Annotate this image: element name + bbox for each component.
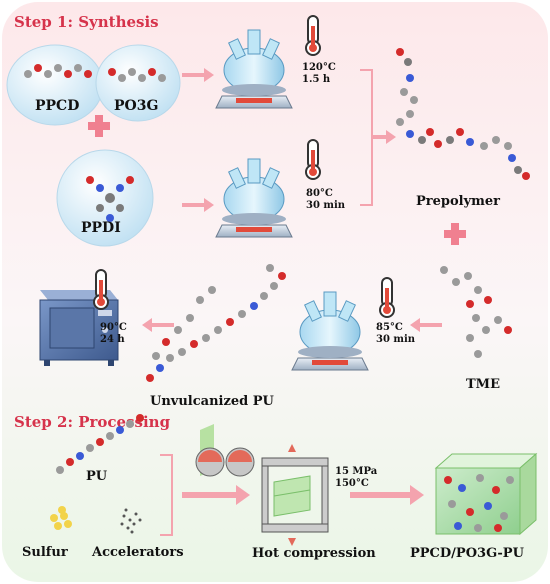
reactor-3 bbox=[291, 291, 369, 371]
pu-molecule-icon bbox=[56, 414, 144, 474]
press-temp: 150°C bbox=[335, 478, 369, 489]
ppcd-molecule-icon bbox=[24, 64, 92, 78]
oven-time: 24 h bbox=[100, 334, 125, 345]
hot-press-icon bbox=[261, 444, 329, 546]
oven-temp: 90°C bbox=[100, 322, 127, 333]
arrow-to-reactor-3 bbox=[410, 318, 442, 332]
thermometer-icon-1 bbox=[305, 15, 321, 56]
ppdi-molecule-icon bbox=[86, 176, 134, 222]
reactor-2 bbox=[215, 158, 293, 238]
accelerators-icon bbox=[120, 508, 142, 534]
thermometer-icon-3 bbox=[379, 277, 395, 318]
reactor2-temp: 80°C bbox=[306, 188, 333, 199]
arrow-to-reactor-2 bbox=[182, 198, 214, 212]
po3g-molecule-icon bbox=[108, 68, 166, 82]
step2-bracket bbox=[160, 454, 173, 536]
arrow-to-reactor-1 bbox=[182, 68, 214, 82]
thermometer-icon-2 bbox=[305, 139, 321, 180]
ppdi-bubble bbox=[56, 149, 154, 247]
accelerators-label: Accelerators bbox=[91, 545, 184, 560]
hot-compression-label: Hot compression bbox=[252, 546, 376, 561]
prepolymer-molecule-icon bbox=[396, 48, 530, 180]
reactor2-time: 30 min bbox=[306, 200, 346, 211]
thermometer-icon-4 bbox=[93, 269, 109, 310]
final-product-label: PPCD/PO3G-PU bbox=[410, 546, 525, 561]
arrow-to-oven bbox=[142, 318, 174, 332]
pu-label: PU bbox=[86, 469, 108, 484]
ppcd-label: PPCD bbox=[35, 98, 79, 114]
final-material-cube-icon bbox=[434, 452, 538, 536]
unvulcanized-pu-label: Unvulcanized PU bbox=[150, 394, 275, 409]
press-pressure: 15 MPa bbox=[335, 466, 378, 477]
roller-mill-icon bbox=[195, 424, 255, 477]
ppcd-bubble bbox=[6, 44, 104, 126]
step1-title: Step 1: Synthesis bbox=[14, 13, 159, 31]
reactor3-time: 30 min bbox=[376, 334, 416, 345]
arrow-to-press bbox=[182, 485, 250, 505]
sulfur-label: Sulfur bbox=[22, 545, 68, 560]
vacuum-oven-icon bbox=[39, 290, 119, 366]
reactor3-temp: 85°C bbox=[376, 322, 403, 333]
arrow-to-final bbox=[350, 485, 424, 505]
reactor1-time: 1.5 h bbox=[302, 74, 331, 85]
tme-molecule-icon bbox=[440, 266, 512, 358]
unvulcanized-pu-molecule-icon bbox=[146, 264, 286, 382]
step2-title: Step 2: Processing bbox=[14, 413, 171, 431]
merge-bracket bbox=[360, 69, 396, 206]
plus-icon-1 bbox=[88, 115, 110, 137]
plus-icon-2 bbox=[444, 223, 466, 245]
tme-label: TME bbox=[466, 377, 500, 392]
prepolymer-label: Prepolymer bbox=[416, 194, 500, 209]
po3g-bubble bbox=[95, 44, 181, 122]
sulfur-icon bbox=[50, 506, 72, 530]
po3g-label: PO3G bbox=[114, 98, 158, 114]
reactor-1 bbox=[215, 29, 293, 109]
ppdi-label: PPDI bbox=[81, 220, 121, 236]
reactor1-temp: 120°C bbox=[302, 62, 336, 73]
